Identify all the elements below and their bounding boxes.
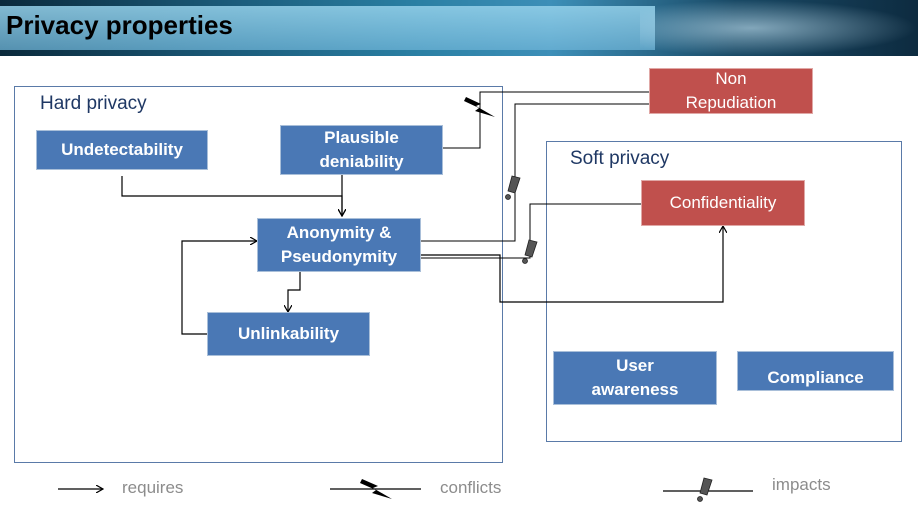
link-anonymity-impacts-confidentiality — [420, 203, 641, 259]
node-user-awareness-label: User awareness — [591, 356, 679, 399]
link-anonymity-impacts-nonrepudiation — [420, 103, 649, 242]
node-compliance-label: Compliance — [767, 368, 864, 387]
banner-decoration — [640, 0, 918, 56]
node-plausible-deniability: Plausible deniability — [280, 125, 443, 175]
node-undetectability-label: Undetectability — [61, 140, 183, 159]
hard-privacy-label: Hard privacy — [40, 93, 147, 114]
legend-conflicts-symbol — [330, 479, 421, 499]
node-confidentiality-label: Confidentiality — [669, 193, 777, 212]
legend-conflicts-label: conflicts — [440, 478, 502, 497]
node-compliance: Compliance — [737, 351, 894, 391]
soft-privacy-group — [546, 141, 902, 442]
exclamation-icon — [522, 239, 538, 264]
exclamation-icon — [505, 175, 521, 200]
legend-requires-label: requires — [122, 478, 184, 497]
exclamation-icon — [697, 477, 713, 502]
link-deniability-conflicts-nonrepudiation — [443, 91, 649, 149]
soft-privacy-label: Soft privacy — [570, 148, 670, 169]
lightning-icon — [464, 97, 495, 117]
node-non-repudiation-label: Non Repudiation — [685, 69, 777, 112]
node-undetectability: Undetectability — [36, 130, 208, 170]
node-anonymity-pseudonymity: Anonymity & Pseudonymity — [257, 218, 421, 272]
banner-strip — [0, 6, 655, 50]
page-title: Privacy properties — [6, 10, 233, 40]
link-unlinkability-requires-anonymity — [181, 241, 257, 335]
legend-impacts-symbol — [663, 477, 753, 502]
link-undetectability-requires-anonymity — [121, 176, 342, 216]
node-confidentiality: Confidentiality — [641, 180, 805, 226]
node-non-repudiation: Non Repudiation — [649, 68, 813, 114]
header-banner: Privacy properties — [0, 0, 918, 56]
link-anonymity-requires-confidentiality — [420, 226, 723, 303]
node-unlinkability-label: Unlinkability — [237, 324, 340, 343]
node-plausible-deniability-label: Plausible deniability — [319, 128, 404, 171]
node-user-awareness: User awareness — [553, 351, 717, 405]
node-anonymity-label: Anonymity & Pseudonymity — [280, 223, 398, 266]
link-anonymity-requires-unlinkability — [288, 272, 301, 312]
hard-privacy-group — [14, 86, 503, 463]
node-unlinkability: Unlinkability — [207, 312, 370, 356]
legend-impacts-label: impacts — [772, 475, 831, 494]
lightning-icon — [360, 479, 392, 499]
